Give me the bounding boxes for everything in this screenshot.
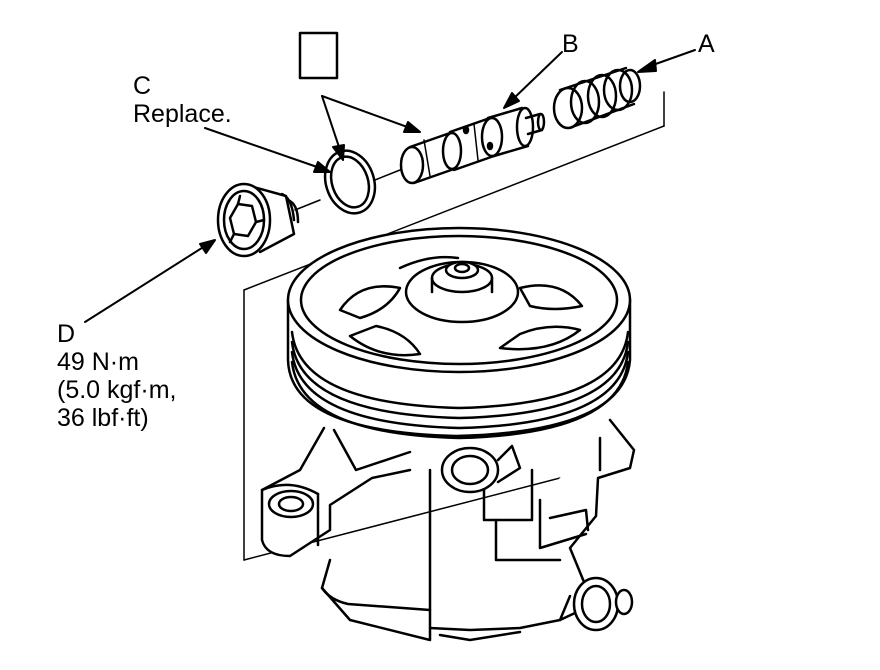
o-ring-c — [323, 149, 377, 215]
callout-label-d: D 49 N·m (5.0 kgf·m, 36 lbf·ft) — [57, 320, 176, 432]
torque-spec-lbfft: 36 lbf·ft) — [57, 404, 149, 432]
torque-spec-nm: 49 N·m — [57, 348, 139, 376]
torque-spec-kgfm: (5.0 kgf·m, — [57, 376, 177, 404]
callout-label-a: A — [698, 30, 715, 58]
spring-a — [552, 66, 642, 130]
flow-control-valve-b — [399, 106, 546, 185]
callout-label-b: B — [562, 30, 579, 58]
callout-label-c: C Replace. — [133, 72, 232, 128]
callout-letter-d: D — [57, 320, 76, 348]
plug-bolt-d — [216, 182, 300, 258]
callout-letter-c: C — [133, 72, 152, 100]
pump-pulley — [286, 226, 632, 440]
symbol-box — [298, 31, 339, 80]
replace-note: Replace. — [133, 100, 232, 128]
pump-body — [260, 418, 636, 642]
